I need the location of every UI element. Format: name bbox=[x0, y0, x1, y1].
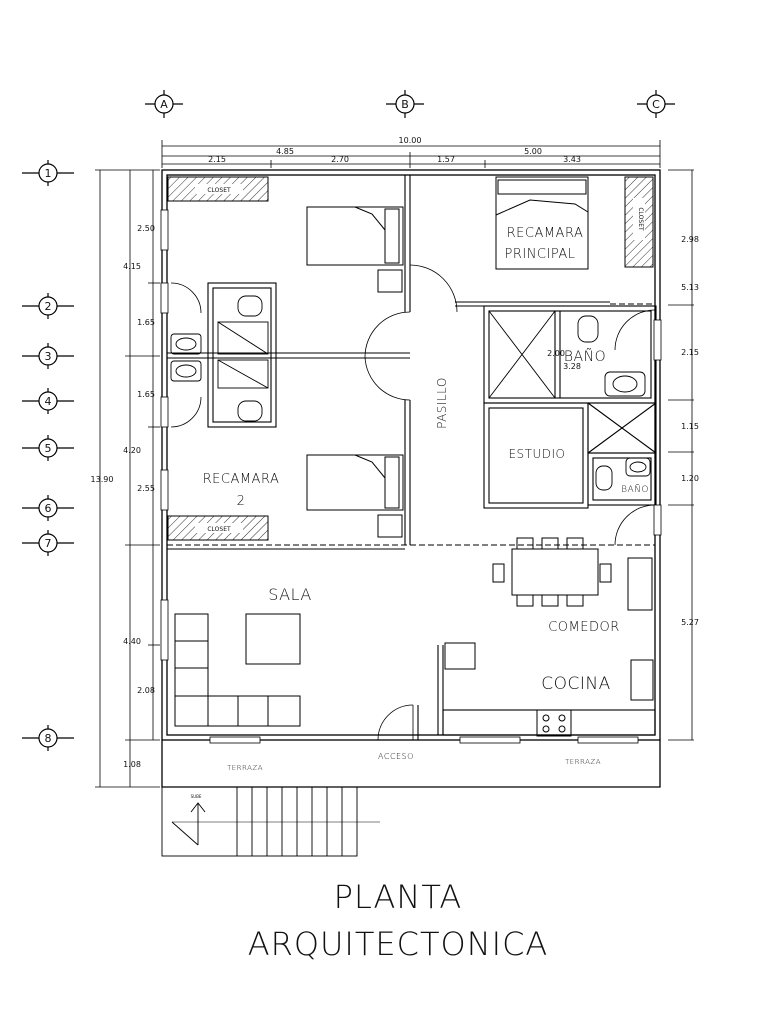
label-estudio: ESTUDIO bbox=[508, 447, 565, 461]
bed-master bbox=[495, 176, 589, 270]
dim-right-1: 2.98 bbox=[681, 235, 699, 244]
grid-axis-3: 3 bbox=[22, 343, 74, 369]
grid-axis-5: 5 bbox=[22, 435, 74, 461]
dim-top-total: 10.00 bbox=[399, 136, 422, 145]
grid-axis-b: B bbox=[386, 90, 424, 118]
label-recamara-principal-2: PRINCIPAL bbox=[505, 247, 576, 262]
closet-master-label: CLOSET bbox=[637, 207, 644, 231]
grid-axis-7: 7 bbox=[22, 530, 74, 556]
label-pasillo: PASILLO bbox=[435, 377, 449, 429]
bed-bedroom-1 bbox=[306, 206, 404, 293]
label-comedor: COMEDOR bbox=[548, 620, 620, 635]
label-terraza-left: TERRAZA bbox=[227, 764, 263, 772]
left-dimensions bbox=[95, 169, 160, 788]
kitchen-fixtures bbox=[444, 642, 654, 737]
dim-inner-h: 3.28 bbox=[563, 362, 581, 371]
svg-text:A: A bbox=[160, 98, 168, 111]
closet-master-label-bg bbox=[633, 198, 645, 240]
dim-right-5: 1.20 bbox=[681, 474, 699, 483]
entry-stairs bbox=[161, 786, 380, 857]
dim-right-4: 1.15 bbox=[681, 422, 699, 431]
top-dimensions bbox=[161, 140, 661, 168]
sofa-set bbox=[174, 613, 301, 727]
grid-axis-c: C bbox=[637, 90, 675, 118]
title-line-2: ARQUITECTONICA bbox=[248, 925, 549, 963]
label-recamara-2-line2: 2 bbox=[237, 494, 246, 509]
svg-text:2: 2 bbox=[45, 300, 52, 313]
closet-bottom-hatch bbox=[167, 515, 269, 541]
interior-walls bbox=[167, 175, 657, 740]
svg-text:5: 5 bbox=[45, 442, 52, 455]
grid-axis-1: 1 bbox=[22, 160, 74, 186]
grid-axis-a: A bbox=[145, 90, 183, 118]
dining-set bbox=[492, 537, 653, 611]
label-acceso: ACCESO bbox=[378, 752, 414, 761]
dim-left-total: 13.90 bbox=[91, 475, 114, 484]
dim-top-c: 1.57 bbox=[437, 155, 455, 164]
dim-left-outer-3: 4.40 bbox=[123, 637, 141, 646]
label-recamara-principal-1: RECAMARA bbox=[507, 226, 584, 241]
dim-left-outer-1: 4.15 bbox=[123, 262, 141, 271]
dim-top-mid-right: 5.00 bbox=[524, 147, 542, 156]
closet-bottom-label: CLOSET bbox=[207, 526, 231, 533]
dim-left-outer-4: 1.08 bbox=[123, 760, 141, 769]
dim-left-inner-2: 1.65 bbox=[137, 318, 155, 327]
exterior-walls bbox=[161, 169, 661, 788]
right-dimensions bbox=[668, 169, 694, 741]
svg-text:8: 8 bbox=[45, 732, 52, 745]
dim-left-outer-2: 4.20 bbox=[123, 446, 141, 455]
label-terraza-right: TERRAZA bbox=[565, 758, 601, 766]
grid-axis-2: 2 bbox=[22, 293, 74, 319]
label-recamara-2-line1: RECAMARA bbox=[203, 472, 280, 487]
dim-left-inner-5: 2.08 bbox=[137, 686, 155, 695]
dim-top-mid-left: 4.85 bbox=[276, 147, 294, 156]
dim-left-inner-4: 2.55 bbox=[137, 484, 155, 493]
grid-axis-6: 6 bbox=[22, 495, 74, 521]
closet-top-label-bg bbox=[195, 184, 243, 194]
svg-text:C: C bbox=[652, 98, 660, 111]
title-line-1: PLANTA bbox=[334, 878, 463, 916]
closet-bottom-label-bg bbox=[195, 523, 243, 533]
svg-text:7: 7 bbox=[45, 537, 52, 550]
label-bano-small: BAÑO bbox=[621, 484, 649, 495]
closet-top-label: CLOSET bbox=[207, 187, 231, 194]
dim-right-2: 5.13 bbox=[681, 283, 699, 292]
windows bbox=[160, 209, 662, 744]
dim-left-inner-1: 2.50 bbox=[137, 224, 155, 233]
door-swings bbox=[170, 264, 656, 741]
dim-right-3: 2.15 bbox=[681, 348, 699, 357]
dim-top-b: 2.70 bbox=[331, 155, 349, 164]
svg-text:3: 3 bbox=[45, 350, 52, 363]
dim-top-a: 2.15 bbox=[208, 155, 226, 164]
dim-left-inner-3: 1.65 bbox=[137, 390, 155, 399]
svg-text:4: 4 bbox=[45, 395, 52, 408]
label-cocina: COCINA bbox=[541, 674, 610, 694]
grid-axis-8: 8 bbox=[22, 725, 74, 751]
stairs-sube-label: SUBE bbox=[191, 794, 202, 799]
dim-right-6: 5.27 bbox=[681, 618, 699, 627]
dim-inner-w: 2.00 bbox=[547, 349, 565, 358]
svg-text:6: 6 bbox=[45, 502, 52, 515]
bath-fixtures bbox=[170, 295, 651, 491]
dim-top-d: 3.43 bbox=[563, 155, 581, 164]
label-sala: SALA bbox=[268, 585, 312, 604]
bed-bedroom-2 bbox=[306, 454, 404, 538]
label-bano-master: BAÑO bbox=[564, 348, 606, 365]
grid-axis-4: 4 bbox=[22, 388, 74, 414]
svg-text:B: B bbox=[401, 98, 409, 111]
svg-text:1: 1 bbox=[45, 167, 52, 180]
